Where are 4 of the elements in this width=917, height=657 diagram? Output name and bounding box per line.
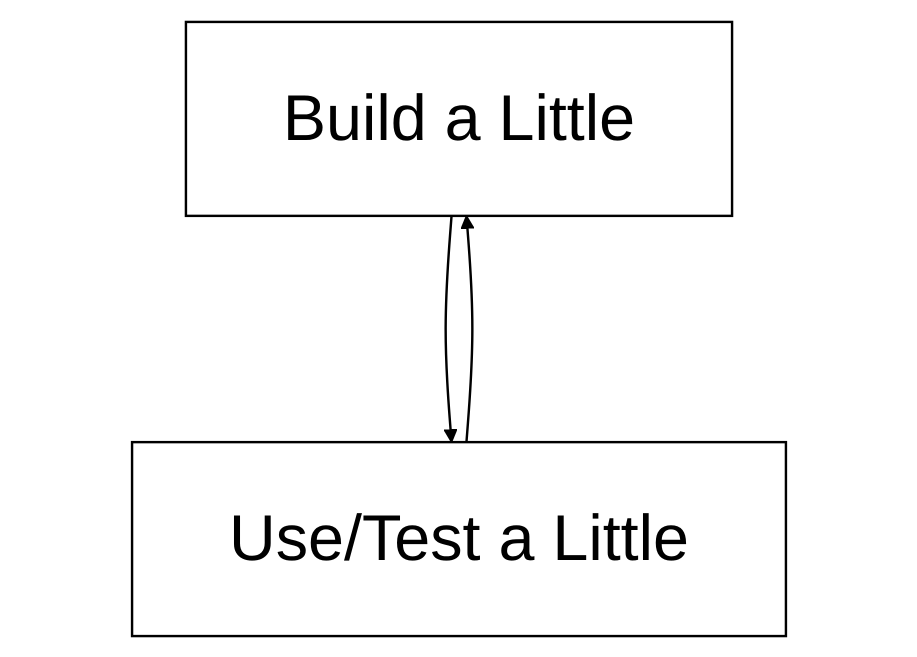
node-box: Use/Test a Little [130,440,787,637]
arrow [442,215,458,442]
arrow [460,214,474,442]
node-box: Build a Little [184,20,733,217]
